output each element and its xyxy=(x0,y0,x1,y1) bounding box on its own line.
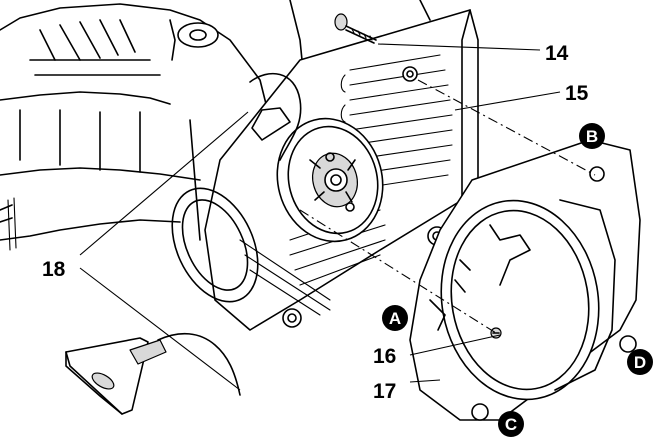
svg-text:D: D xyxy=(634,353,646,372)
marker-b: B xyxy=(579,123,605,149)
callout-18: 18 xyxy=(42,258,66,281)
svg-text:A: A xyxy=(389,309,401,328)
svg-text:C: C xyxy=(505,415,517,434)
leader-lines xyxy=(79,43,596,391)
marker-a: A xyxy=(382,305,408,331)
starter-cover xyxy=(409,139,641,421)
starter-handle xyxy=(65,337,167,415)
marker-c: C xyxy=(498,411,524,437)
starter-rope xyxy=(157,72,302,396)
callout-15: 15 xyxy=(565,82,589,105)
callout-14: 14 xyxy=(545,42,569,65)
rope-pulley xyxy=(276,117,384,243)
engine-housing-background xyxy=(0,0,431,251)
marker-d: D xyxy=(627,349,653,375)
svg-text:B: B xyxy=(586,127,598,146)
callout-17: 17 xyxy=(373,380,396,403)
screw-14 xyxy=(334,13,377,44)
callout-16: 16 xyxy=(373,345,396,368)
